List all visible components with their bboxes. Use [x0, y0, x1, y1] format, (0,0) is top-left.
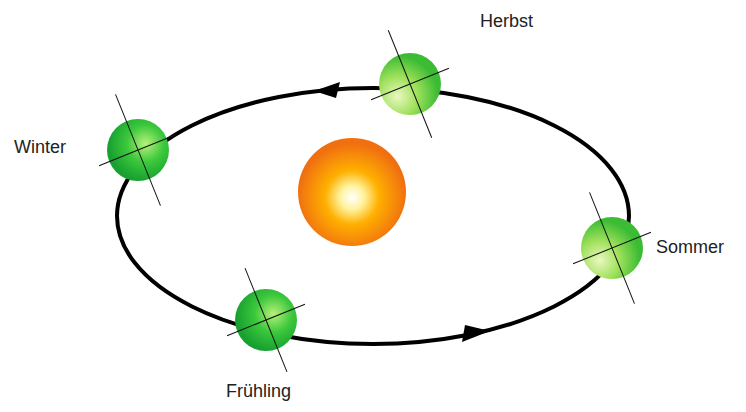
season-label: Sommer — [656, 238, 724, 258]
earth-fruehling — [206, 252, 326, 387]
earth-herbst — [349, 14, 470, 153]
equator-line — [227, 304, 305, 335]
equator-line — [573, 232, 651, 263]
earth-sommer — [551, 177, 674, 320]
season-label: Winter — [14, 138, 66, 158]
season-label: Herbst — [480, 12, 533, 32]
sun — [298, 138, 406, 246]
orbit-arrowhead — [314, 82, 340, 98]
season-label: Frühling — [226, 382, 291, 402]
orbit-arrowhead — [462, 325, 490, 342]
equator-line — [371, 68, 449, 99]
equator-line — [99, 134, 177, 165]
earth-winter — [77, 79, 200, 222]
orbit — [117, 88, 629, 344]
